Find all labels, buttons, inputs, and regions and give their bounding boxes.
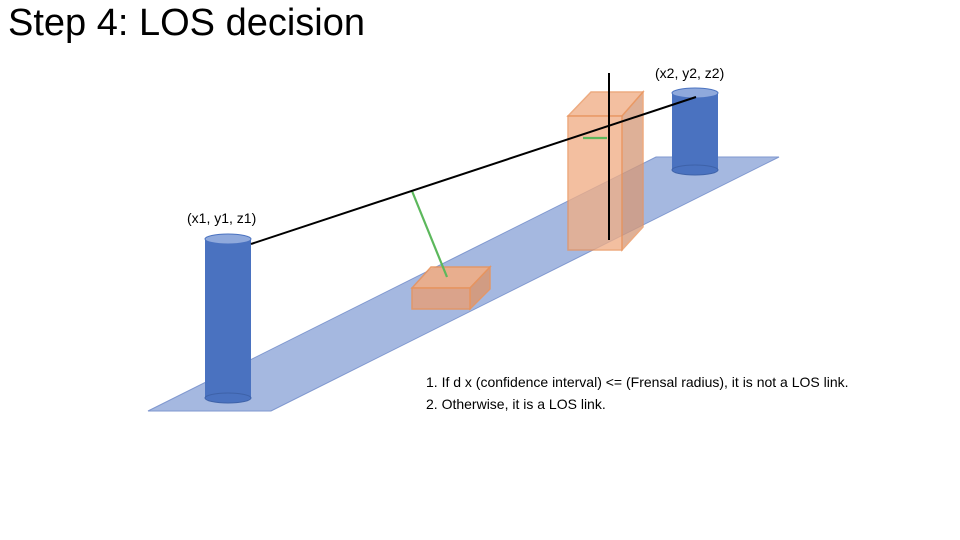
decision-rules: 1. If d x (confidence interval) <= (Fren…	[426, 371, 849, 415]
rule-1: 1. If d x (confidence interval) <= (Fren…	[426, 374, 849, 390]
distance-line-small	[410, 190, 449, 278]
antenna-tx-body	[205, 239, 251, 398]
obstacle-tall-front	[567, 115, 623, 251]
antenna-rx-bottom	[671, 164, 719, 176]
antenna-tx	[204, 233, 252, 404]
obstacle-small-front	[411, 287, 471, 310]
antenna-tx-top	[204, 233, 252, 245]
antenna-rx-body	[672, 93, 718, 170]
label-tx-coordinates: (x1, y1, z1)	[187, 210, 257, 226]
antenna-tx-bottom	[204, 392, 252, 404]
obstacle-small	[410, 265, 492, 311]
antenna-rx	[671, 87, 719, 176]
slide-title: Step 4: LOS decision	[8, 2, 365, 44]
rule-2: 2. Otherwise, it is a LOS link.	[426, 396, 606, 412]
label-rx-coordinates: (x2, y2, z2)	[655, 65, 725, 81]
obstacle-tall	[566, 90, 645, 252]
los-line	[250, 96, 697, 245]
